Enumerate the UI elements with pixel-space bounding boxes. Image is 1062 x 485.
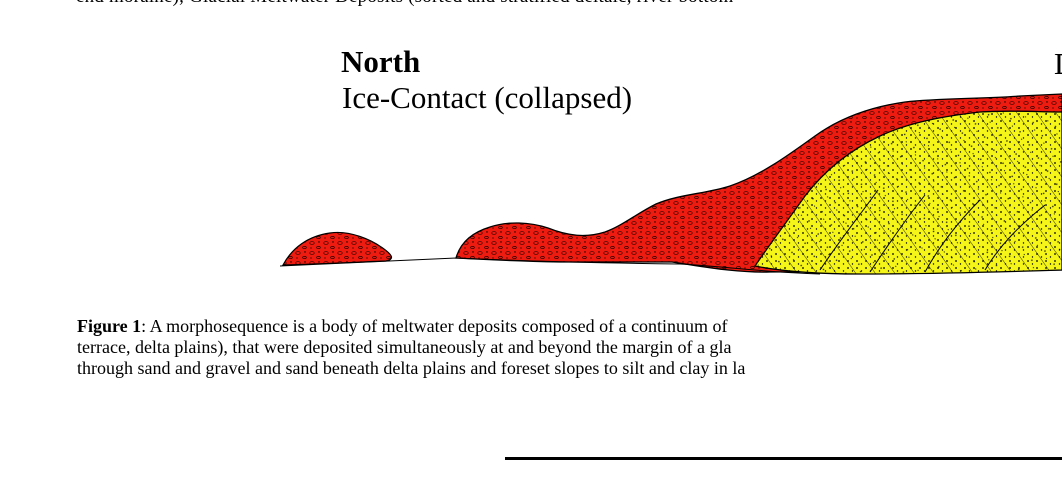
figure-label: Figure 1: [77, 316, 141, 336]
caption-line-3: through sand and gravel and sand beneath…: [77, 358, 1062, 379]
caption-line-1-text: : A morphosequence is a body of meltwate…: [141, 316, 727, 336]
morphosequence-cross-section: [0, 0, 1062, 300]
caption-line-2: terrace, delta plains), that were deposi…: [77, 337, 1062, 358]
caption-line-1: Figure 1: A morphosequence is a body of …: [77, 316, 1062, 337]
separator-rule: [505, 457, 1062, 460]
figure-caption: Figure 1: A morphosequence is a body of …: [77, 316, 1062, 379]
ice-contact-mound-left: [283, 232, 392, 265]
